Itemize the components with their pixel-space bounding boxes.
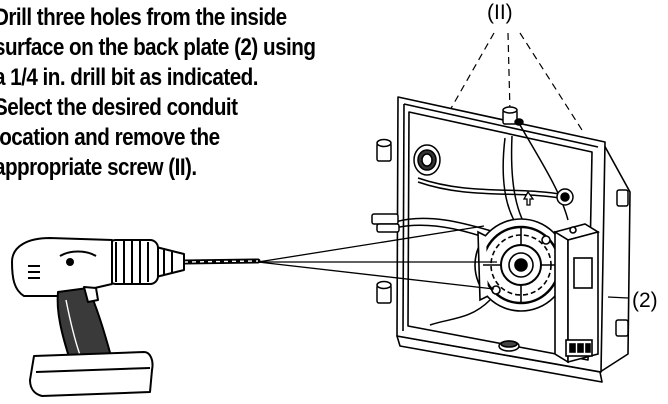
instruction-line-2: surface on the back plate (2) using <box>0 34 316 61</box>
cordless-drill-icon <box>11 237 261 397</box>
electrical-box <box>552 223 601 364</box>
cable-entry <box>371 213 400 233</box>
back-plate-leader-line <box>607 296 629 299</box>
instruction-line-4: Select the desired conduit <box>0 94 238 121</box>
instruction-text: Drill three holes from the inside surfac… <box>0 3 316 183</box>
terminal-knob <box>556 188 574 206</box>
instruction-line-6: appropriate screw (II). <box>0 154 197 181</box>
drill-target-lines <box>257 225 497 290</box>
instruction-line-3: a 1/4 in. drill bit as indicated. <box>0 64 259 91</box>
back-plate-callout-label: (2) <box>632 289 658 312</box>
conduit-hole-left <box>413 144 441 176</box>
motor-assembly <box>474 218 568 312</box>
arrow-marker-icon <box>522 190 535 206</box>
top-screw <box>502 106 524 126</box>
instruction-line-5: location and remove the <box>0 124 220 151</box>
bottom-knob <box>498 340 520 352</box>
screw-leader-lines <box>424 32 583 155</box>
screw-callout-label: (II) <box>487 1 513 24</box>
mounting-tabs <box>376 138 629 337</box>
instruction-line-1: Drill three holes from the inside <box>0 4 287 31</box>
